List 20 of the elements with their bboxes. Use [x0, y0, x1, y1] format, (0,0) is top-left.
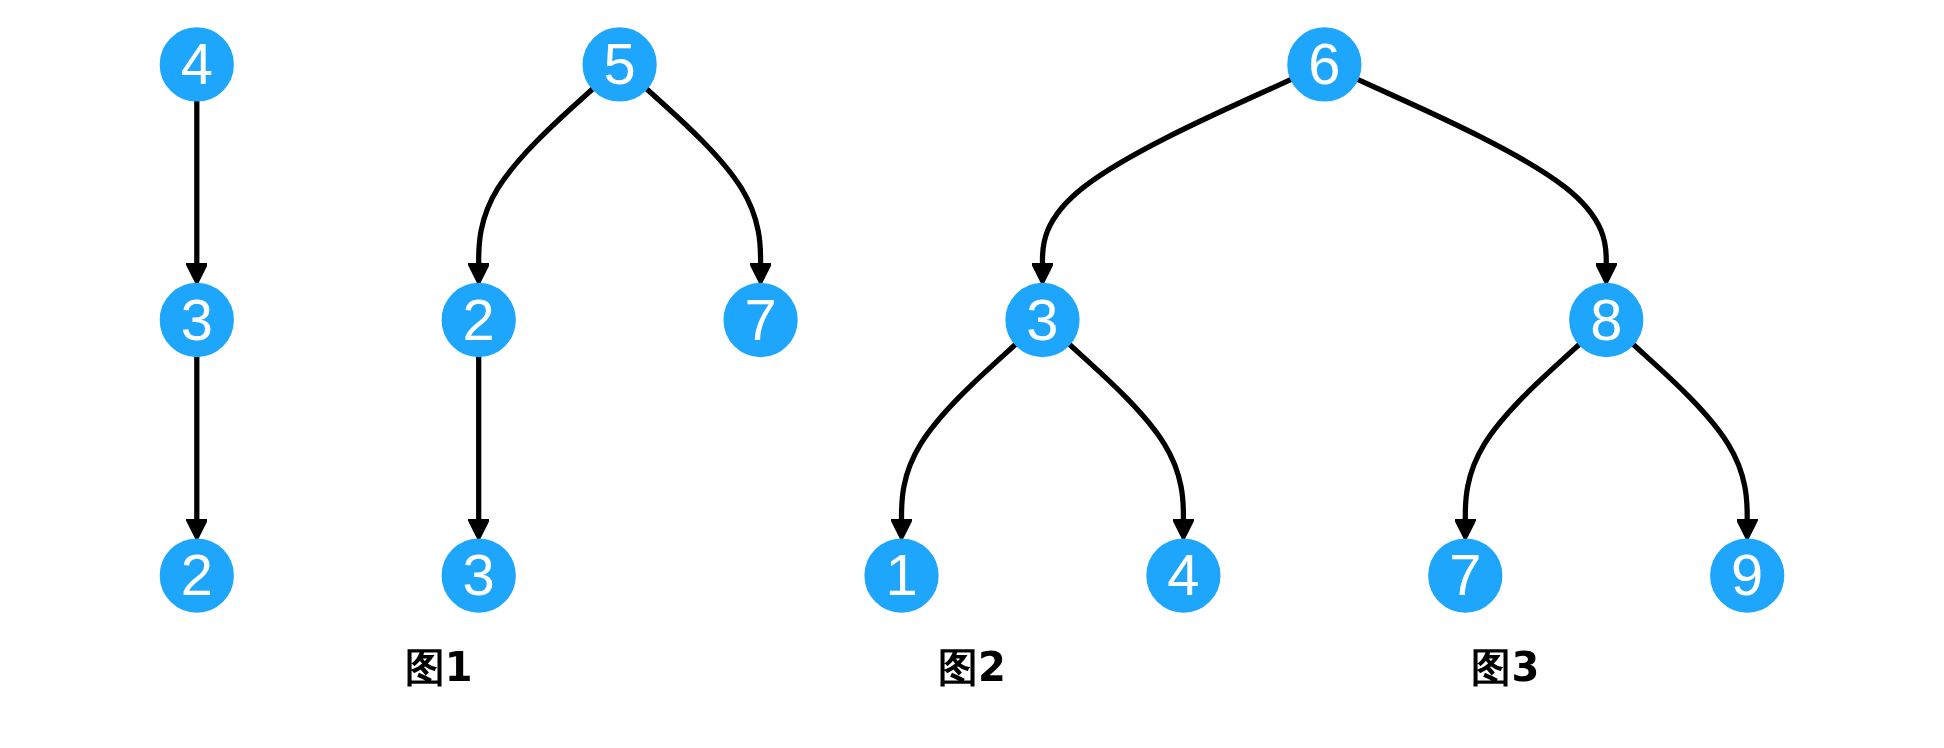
- node-circle: 2: [441, 282, 516, 358]
- node-circle: 1: [864, 538, 939, 613]
- node-circle: 5: [582, 27, 657, 102]
- figure-label: 图2: [938, 643, 1006, 692]
- node-circle: 3: [1005, 282, 1080, 358]
- arrow: [1631, 342, 1759, 541]
- node-circle: 3: [159, 282, 234, 358]
- node-circle: 2: [159, 538, 234, 613]
- figure-label: 图3: [1471, 643, 1540, 692]
- arrow: [185, 355, 209, 541]
- node-circle: 7: [723, 282, 798, 358]
- arrow: [1453, 342, 1582, 541]
- node-circle: 6: [1287, 27, 1362, 102]
- node-circle: 7: [1428, 538, 1503, 613]
- node-circle: 4: [1146, 538, 1221, 613]
- node-circle: 4: [159, 27, 234, 102]
- figure-label: 图1: [404, 643, 473, 692]
- node-circle: 9: [1710, 538, 1785, 613]
- node-circle: 3: [441, 538, 516, 613]
- node-circle: 8: [1569, 282, 1644, 358]
